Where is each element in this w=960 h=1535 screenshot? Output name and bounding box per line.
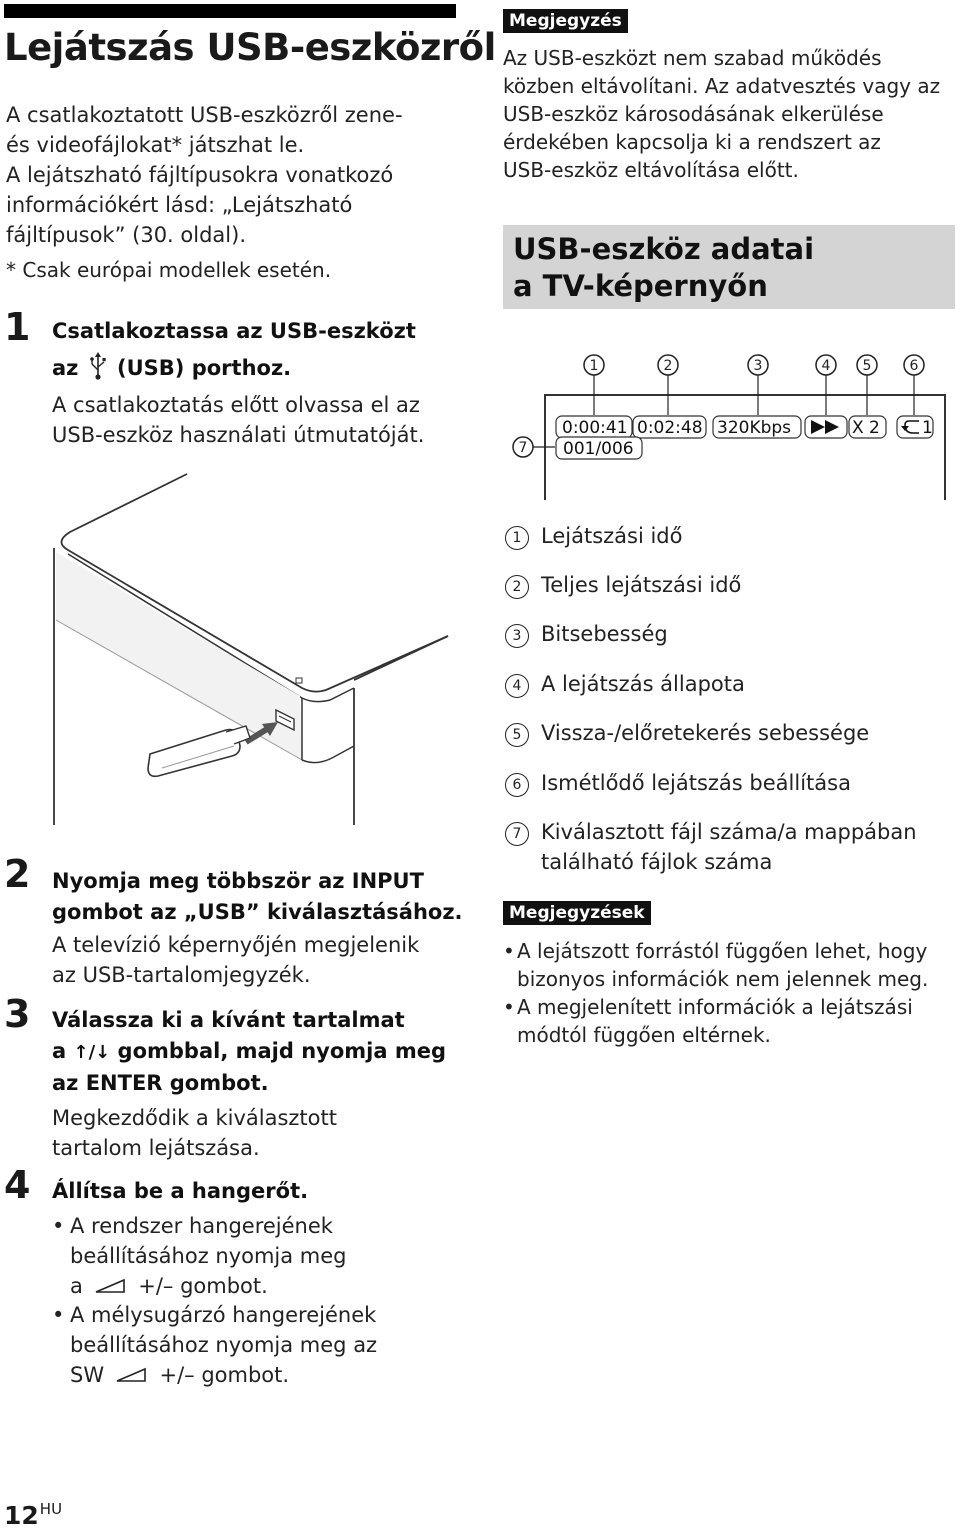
- legend-item: 3 Bitsebesség: [503, 619, 958, 669]
- step-2-number: 2: [4, 852, 31, 896]
- notes-item: • A lejátszott forrástól függően lehet, …: [503, 939, 929, 991]
- legend-list: 1 Lejátszási idő 2 Teljes lejátszási idő…: [503, 521, 958, 879]
- up-down-arrow-icon: ↑/↓: [73, 1042, 111, 1063]
- callout-6-label: 6: [910, 358, 919, 374]
- callout-2-label: 2: [664, 358, 673, 374]
- step-3-number: 3: [4, 992, 31, 1036]
- total-time: 0:02:48: [637, 418, 703, 438]
- bullet-line: SW +/– gombot.: [70, 1363, 290, 1387]
- intro-line: A csatlakoztatott USB-eszközről zene-: [6, 103, 403, 127]
- step-3-heading-line: Válassza ki a kívánt tartalmat: [52, 1008, 405, 1032]
- callout-1-label: 1: [590, 358, 599, 374]
- page-number: 12HU: [4, 1500, 63, 1530]
- legend-item: 6 Ismétlődő lejátszás beállítása: [503, 768, 958, 817]
- step-2-body-line: A televízió képernyőjén megjelenik: [52, 933, 420, 957]
- step-1-heading-2: az (USB) porthoz.: [52, 351, 462, 384]
- callout-7-label: 7: [519, 440, 528, 456]
- intro-line: fájltípusok” (30. oldal).: [6, 223, 246, 247]
- legend-item: 5 Vissza-/előretekerés sebessége: [503, 718, 958, 768]
- step-3-body-line: tartalom lejátszása.: [52, 1136, 260, 1160]
- step-3-heading-part: gombbal, majd nyomja meg: [117, 1039, 446, 1063]
- step-1-heading-part: az: [52, 356, 79, 380]
- step-3-heading-line: az ENTER gombot.: [52, 1071, 269, 1095]
- bullet-line: beállításához nyomja meg az: [70, 1333, 378, 1357]
- step-2-heading-line: Nyomja meg többször az INPUT: [52, 869, 424, 893]
- step-1: Csatlakoztassa az USB-eszközt az (USB) p…: [52, 316, 462, 450]
- fast-forward-icon: [811, 420, 839, 434]
- step-1-heading-part: (USB) porthoz.: [117, 356, 292, 380]
- volume-wedge-icon: [95, 1278, 125, 1293]
- intro-line: A lejátszható fájltípusokra vonatkozó: [6, 163, 394, 187]
- note-text: Az USB-eszközt nem szabad működés közben…: [503, 44, 958, 184]
- legend-item: 1 Lejátszási idő: [503, 521, 958, 570]
- file-count: 001/006: [563, 439, 634, 459]
- step-1-body-line: A csatlakoztatás előtt olvassa el az: [52, 393, 420, 417]
- intro-line: és videofájlokat* játszhat le.: [6, 133, 305, 157]
- section-heading: USB-eszköz adatai a TV-képernyőn: [503, 225, 955, 309]
- step-4: Állítsa be a hangerőt.: [52, 1176, 472, 1207]
- bitrate: 320Kbps: [717, 418, 791, 438]
- page-title: Lejátszás USB-eszközről: [4, 26, 496, 69]
- notes-list: • A lejátszott forrástól függően lehet, …: [503, 937, 958, 1049]
- step-1-number: 1: [4, 305, 31, 349]
- step-3-heading-part: a: [52, 1039, 67, 1063]
- speed: X 2: [852, 418, 880, 438]
- step-3: Válassza ki a kívánt tartalmat a ↑/↓ gom…: [52, 1005, 472, 1163]
- usb-icon: [89, 352, 106, 380]
- volume-wedge-icon: [116, 1367, 146, 1382]
- bullet-line: beállításához nyomja meg: [70, 1244, 347, 1268]
- note-line: közben eltávolítani. Az adatvesztés vagy…: [503, 74, 941, 98]
- callout-5-label: 5: [863, 358, 872, 374]
- header-rule: [4, 4, 456, 18]
- soundbar-usb-illustration: [53, 473, 449, 825]
- bullet-line: A rendszer hangerejének: [70, 1214, 333, 1238]
- step-4-bullet-1: • A rendszer hangerejének beállításához …: [52, 1211, 472, 1301]
- callout-4-label: 4: [822, 358, 831, 374]
- tv-screen-diagram: 1 2 3 4 5 6 7 0:00:41 0:02:48 320Kbps: [512, 354, 946, 500]
- step-2: Nyomja meg többször az INPUT gombot az „…: [52, 866, 472, 990]
- step-4-heading: Állítsa be a hangerőt.: [52, 1179, 309, 1203]
- note-line: Az USB-eszközt nem szabad működés: [503, 46, 882, 70]
- note-line: USB-eszköz eltávolítása előtt.: [503, 158, 799, 182]
- play-time: 0:00:41: [562, 418, 628, 438]
- step-3-heading-line: a ↑/↓ gombbal, majd nyomja meg: [52, 1036, 472, 1068]
- page-language: HU: [39, 1500, 63, 1518]
- repeat-value: 1: [922, 418, 933, 438]
- notes-item: • A megjelenített információk a lejátszá…: [503, 995, 913, 1047]
- repeat-icon: [901, 420, 919, 434]
- bullet-line: A mélysugárzó hangerejének: [70, 1303, 377, 1327]
- legend-item: 4 A lejátszás állapota: [503, 669, 958, 718]
- note-label: Megjegyzés: [503, 9, 628, 33]
- step-2-body-line: az USB-tartalomjegyzék.: [52, 963, 311, 987]
- bullet-line: a +/– gombot.: [70, 1274, 268, 1298]
- note-line: USB-eszköz károsodásának elkerülése: [503, 102, 884, 126]
- notes-label: Megjegyzések: [503, 901, 651, 925]
- footnote: * Csak európai modellek esetén.: [6, 258, 332, 282]
- step-4-bullet-2: • A mélysugárzó hangerejének beállításáh…: [52, 1300, 472, 1390]
- step-1-heading: Csatlakoztassa az USB-eszközt: [52, 319, 416, 343]
- intro-text: A csatlakoztatott USB-eszközről zene- és…: [6, 100, 456, 250]
- callout-3-label: 3: [754, 358, 763, 374]
- step-2-heading-line: gombot az „USB” kiválasztásához.: [52, 900, 463, 924]
- step-4-number: 4: [4, 1163, 31, 1207]
- step-1-body-line: USB-eszköz használati útmutatóját.: [52, 423, 425, 447]
- step-3-body-line: Megkezdődik a kiválasztott: [52, 1106, 337, 1130]
- note-line: érdekében kapcsolja ki a rendszert az: [503, 130, 881, 154]
- legend-item: 7 Kiválasztott fájl száma/a mappában tal…: [503, 817, 958, 879]
- intro-line: információkért lásd: „Lejátszható: [6, 193, 353, 217]
- legend-item: 2 Teljes lejátszási idő: [503, 570, 958, 619]
